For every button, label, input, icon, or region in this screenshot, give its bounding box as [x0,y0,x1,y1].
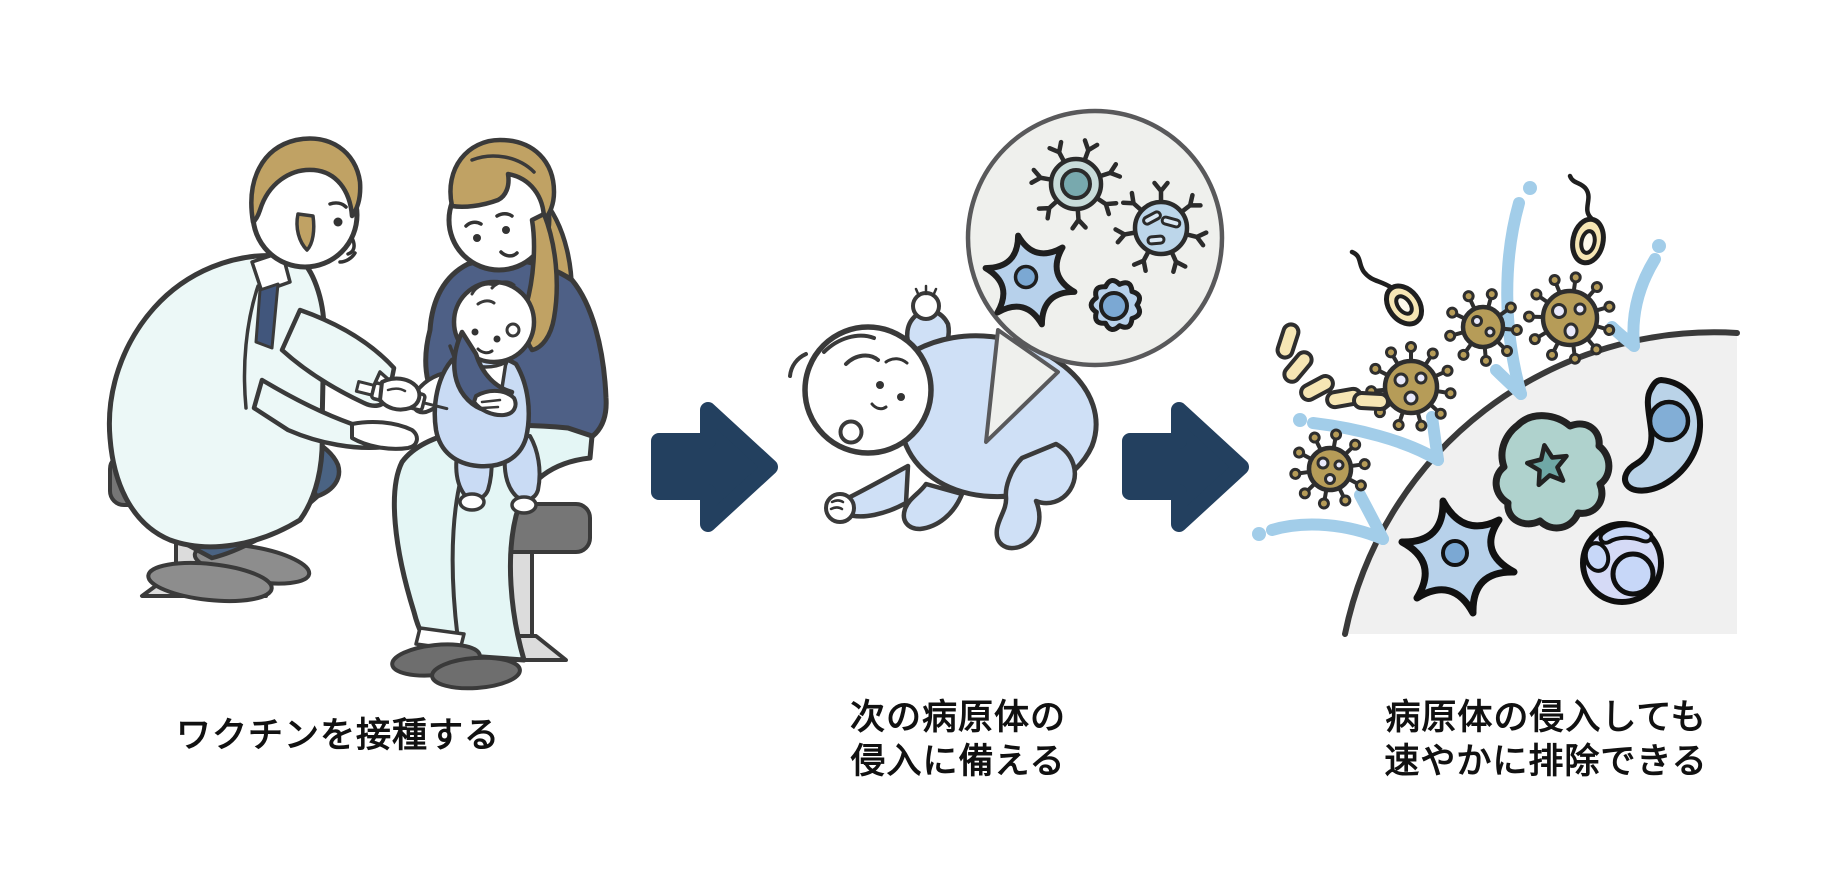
arrow-right-icon-2 [1122,402,1249,532]
antibody-icon [1490,181,1537,400]
crawling-baby-head [802,324,934,456]
step1-caption: ワクチンを接種する [88,714,588,758]
doctor-hand-syringe [378,376,422,412]
step3-caption-line1: 病原体の侵入しても [1385,698,1707,738]
baby-head [451,279,537,365]
virus-icon [1288,427,1372,511]
vaccination-scene [106,136,609,691]
bacteria-chain-icon [1275,322,1390,411]
step3-caption-line2: 速やかに排除できる [1384,742,1708,782]
doctor-shoe [146,560,274,604]
memory-virus-icon-blue [1116,183,1207,272]
antibody-icon [1293,411,1444,466]
arrow-right-icon-1 [651,402,778,532]
step2-caption: 次の病原体の 侵入に備える [758,696,1158,784]
antibody-icon [1606,239,1666,352]
step2-caption-line2: 侵入に備える [850,742,1066,782]
dendritic-cell-icon [1398,497,1518,617]
teardrop-cell-icon [1622,377,1704,494]
doctor-tie [254,282,280,350]
macrophage-amoeba-cell-icon [1492,412,1613,532]
step3-caption: 病原体の侵入しても 速やかに排除できる [1336,696,1756,784]
step2-caption-line1: 次の病原体の [849,698,1066,738]
virus-icon [1524,270,1617,366]
speech-bubble [965,108,1225,444]
virus-icon [1364,340,1458,434]
mother-shoe [430,655,522,691]
virus-icon [1442,286,1524,368]
flagellate-icon [1567,173,1606,266]
immune-memory-scene [788,108,1225,551]
macrophage-gear-cell-icon [1088,278,1143,332]
dendritic-cell-icon [982,232,1078,328]
flagellate-icon [1349,249,1425,327]
doctor-hand-support [350,420,419,451]
antibody-icon [1252,489,1389,545]
step1-caption-line1: ワクチンを接種する [175,716,500,756]
doctor-figure [106,136,449,604]
lymphocyte-cell-icon [1580,521,1664,605]
memory-virus-icon-teal [1032,140,1120,228]
pathogen-defense-scene [1252,173,1740,637]
